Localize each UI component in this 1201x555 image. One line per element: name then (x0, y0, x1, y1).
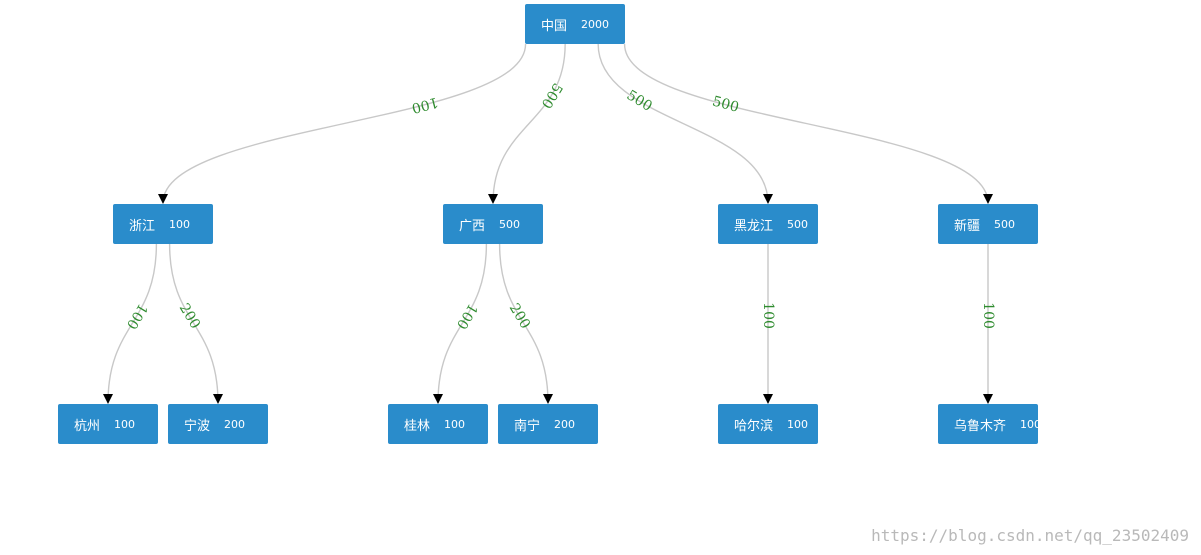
edge-zhejiang-ningbo (168, 243, 223, 404)
edge-label: 100 (123, 301, 150, 332)
node-name: 黑龙江 (734, 218, 774, 234)
edge-label: 500 (538, 80, 566, 111)
edge-label: 500 (711, 94, 741, 116)
edge-guangxi-nanning (498, 243, 553, 404)
node-value: 500 (499, 217, 521, 231)
node-value: 100 (787, 417, 809, 431)
node-name: 乌鲁木齐 (954, 418, 1007, 434)
node-value: 200 (554, 417, 576, 431)
node-name: 杭州 (74, 418, 101, 434)
node-name: 中国 (541, 18, 568, 34)
node-guangxi[interactable]: 广西 500 (443, 204, 543, 244)
node-name: 广西 (459, 218, 486, 234)
edge-china-xinjiang (623, 43, 993, 204)
edge-label: 200 (506, 301, 533, 332)
node-name: 宁波 (184, 418, 211, 434)
node-name: 桂林 (404, 418, 431, 434)
edge-china-guangxi (488, 43, 566, 204)
watermark-text: https://blog.csdn.net/qq_23502409 (871, 526, 1189, 545)
edge-china-zhejiang (158, 43, 527, 204)
node-name: 哈尔滨 (734, 418, 774, 434)
node-heilongjiang[interactable]: 黑龙江 500 (718, 204, 818, 244)
node-name: 新疆 (954, 218, 981, 234)
node-zhejiang[interactable]: 浙江 100 (113, 204, 213, 244)
node-harbin[interactable]: 哈尔滨 100 (718, 404, 818, 444)
node-value: 500 (787, 217, 809, 231)
edge-guangxi-guilin (433, 243, 488, 404)
node-value: 2000 (581, 17, 610, 31)
edge-label: 100 (980, 302, 996, 329)
node-value: 100 (169, 217, 191, 231)
node-name: 浙江 (129, 218, 156, 234)
node-urumqi[interactable]: 乌鲁木齐 100 (938, 404, 1042, 444)
edge-label: 100 (453, 301, 480, 332)
node-name: 南宁 (514, 418, 541, 434)
node-value: 200 (224, 417, 246, 431)
node-value: 500 (994, 217, 1016, 231)
edge-label: 200 (176, 301, 203, 332)
node-hangzhou[interactable]: 杭州 100 (58, 404, 158, 444)
node-value: 100 (114, 417, 136, 431)
node-xinjiang[interactable]: 新疆 500 (938, 204, 1038, 244)
node-nanning[interactable]: 南宁 200 (498, 404, 598, 444)
node-value: 100 (444, 417, 466, 431)
node-ningbo[interactable]: 宁波 200 (168, 404, 268, 444)
edge-label: 500 (624, 87, 655, 114)
edge-label: 100 (410, 94, 440, 116)
edge-zhejiang-hangzhou (103, 243, 158, 404)
edge-label: 100 (760, 302, 776, 329)
node-guilin[interactable]: 桂林 100 (388, 404, 488, 444)
node-china[interactable]: 中国 2000 (525, 4, 625, 44)
edge-china-heilongjiang (597, 43, 773, 204)
node-value: 100 (1020, 417, 1042, 431)
